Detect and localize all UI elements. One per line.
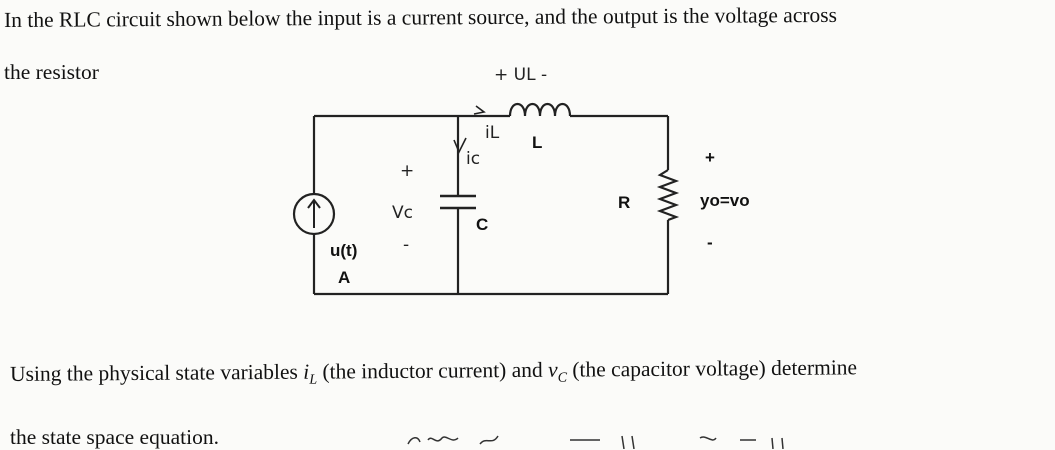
- problem-task-line-1: Using the physical state variables iL (t…: [10, 355, 857, 391]
- il-arrow-mark: [473, 105, 486, 115]
- vc-subscript: C: [557, 370, 568, 386]
- handwritten-notes-partial: [407, 435, 784, 449]
- current-source: [292, 192, 336, 236]
- rlc-circuit-diagram: u(t) A C L R + yo=vo - + Vc - + UL - iL …: [292, 65, 750, 296]
- task-text-part-1: Using the physical state variables: [10, 359, 304, 386]
- il-subscript: L: [309, 372, 318, 388]
- vc-label: Vc: [392, 203, 413, 223]
- output-minus: -: [707, 233, 713, 252]
- resistor-label: R: [618, 193, 630, 212]
- ic-label: ic: [466, 149, 480, 169]
- problem-intro-line-1: In the RLC circuit shown below the input…: [4, 2, 838, 32]
- inductor-symbol: [508, 102, 572, 117]
- vc-minus-mark: -: [403, 235, 409, 255]
- vl-label: + UL -: [494, 65, 547, 85]
- output-plus: +: [705, 148, 715, 167]
- ic-arrow-mark: [453, 137, 467, 154]
- capacitor-symbol: [440, 194, 476, 210]
- vc-symbol: v: [547, 357, 558, 382]
- capacitor-label: C: [476, 215, 488, 234]
- source-unit: A: [338, 268, 350, 287]
- output-label: yo=vo: [700, 191, 750, 210]
- il-label: iL: [485, 123, 500, 143]
- problem-task-line-2: the state space equation.: [10, 425, 219, 449]
- inductor-label: L: [532, 133, 542, 152]
- task-text-part-3: (the capacitor voltage) determine: [566, 355, 858, 382]
- task-text-part-2: (the inductor current) and: [316, 357, 549, 384]
- problem-intro-line-2: the resistor: [4, 60, 99, 84]
- vc-plus-mark: +: [400, 161, 414, 181]
- resistor-symbol: [656, 169, 680, 222]
- source-label: u(t): [330, 241, 357, 260]
